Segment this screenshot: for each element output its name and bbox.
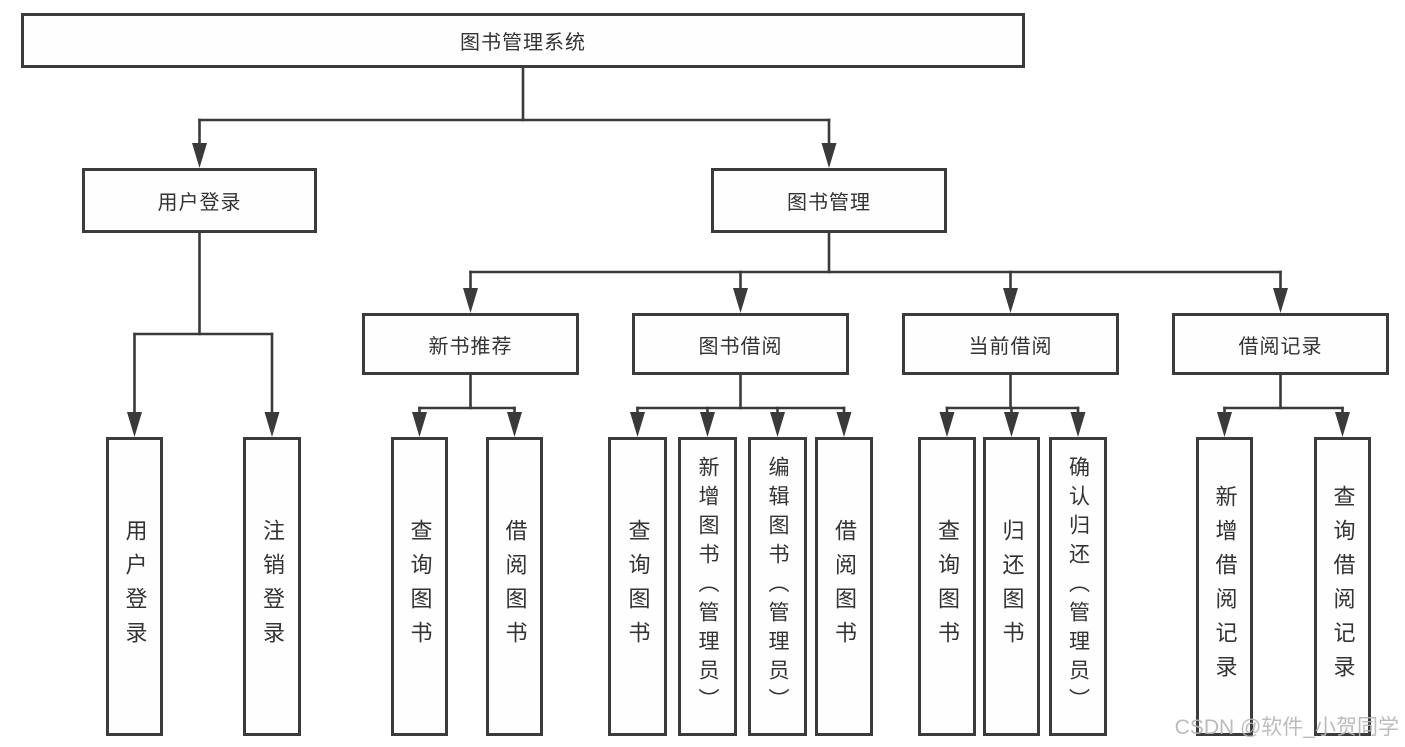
leaf-user-login: 用户登录 bbox=[106, 437, 163, 736]
node-label: 编辑图书（管理员） bbox=[766, 456, 789, 717]
leaf-logout: 注销登录 bbox=[243, 437, 301, 736]
node-label: 图书管理系统 bbox=[460, 32, 586, 54]
node-label: 新书推荐 bbox=[428, 335, 513, 358]
leaf-add-borrow-record: 新增借阅记录 bbox=[1196, 437, 1253, 736]
leaf-add-books-admin: 新增图书（管理员） bbox=[678, 437, 737, 736]
node-label: 当前借阅 bbox=[968, 335, 1053, 358]
leaf-current-query-books: 查询图书 bbox=[918, 437, 976, 736]
node-label: 查询图书 bbox=[625, 518, 651, 655]
node-label: 图书借阅 bbox=[698, 335, 783, 358]
node-label: 新增图书（管理员） bbox=[696, 456, 719, 717]
leaf-rec-query-books: 查询图书 bbox=[391, 437, 448, 736]
node-label: 新增借阅记录 bbox=[1212, 484, 1238, 689]
node-borrowing-records: 借阅记录 bbox=[1172, 313, 1389, 375]
node-library-management-system: 图书管理系统 bbox=[21, 13, 1025, 68]
leaf-borrow-query-books: 查询图书 bbox=[608, 437, 667, 736]
node-user-login: 用户登录 bbox=[82, 168, 317, 233]
node-new-book-recommendation: 新书推荐 bbox=[362, 313, 579, 375]
leaf-rec-borrow-books: 借阅图书 bbox=[486, 437, 543, 736]
node-label: 查询图书 bbox=[935, 518, 960, 655]
node-label: 用户登录 bbox=[122, 518, 148, 655]
node-label: 借阅图书 bbox=[832, 518, 857, 655]
node-label: 图书管理 bbox=[787, 192, 871, 214]
node-label: 借阅图书 bbox=[502, 518, 528, 655]
leaf-borrow-books: 借阅图书 bbox=[815, 437, 873, 736]
leaf-return-books: 归还图书 bbox=[983, 437, 1040, 736]
node-label: 用户登录 bbox=[157, 192, 242, 214]
node-current-borrowing: 当前借阅 bbox=[902, 313, 1119, 375]
leaf-confirm-return-admin: 确认归还（管理员） bbox=[1049, 437, 1107, 736]
node-label: 归还图书 bbox=[999, 518, 1025, 655]
node-label: 查询借阅记录 bbox=[1330, 484, 1356, 689]
node-label: 注销登录 bbox=[260, 518, 285, 655]
csdn-watermark: CSDN @软件_小贺同学 bbox=[1174, 716, 1399, 739]
node-book-borrowing: 图书借阅 bbox=[632, 313, 849, 375]
node-book-management: 图书管理 bbox=[711, 168, 947, 233]
leaf-query-borrow-record: 查询借阅记录 bbox=[1314, 437, 1371, 736]
node-label: 确认归还（管理员） bbox=[1066, 456, 1090, 717]
node-label: 查询图书 bbox=[407, 518, 433, 655]
node-label: 借阅记录 bbox=[1238, 335, 1323, 358]
leaf-edit-books-admin: 编辑图书（管理员） bbox=[748, 437, 807, 736]
